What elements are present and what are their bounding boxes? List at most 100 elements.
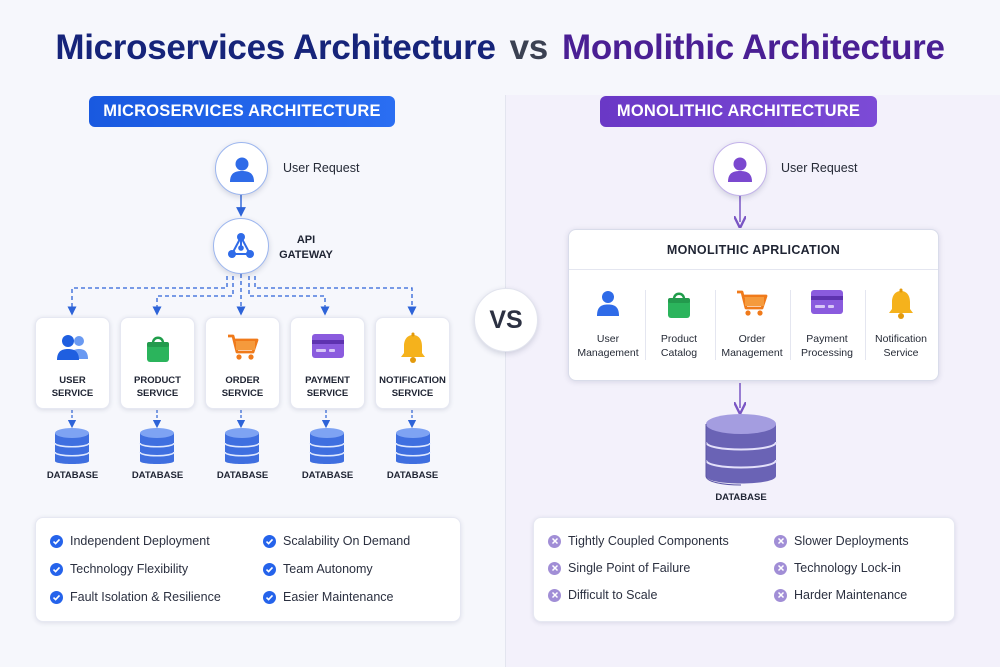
list-item-text: Scalability On Demand [283,534,411,548]
module-name-line2: Catalog [660,347,698,359]
database-icon [309,428,345,464]
list-item: Scalability On Demand [263,534,410,548]
list-item: Technology Flexibility [50,562,188,576]
module-separator [790,290,791,360]
list-item-text: Single Point of Failure [568,561,691,575]
x-icon [774,588,787,602]
module-name-line2: Processing [801,347,853,359]
bell-icon [889,288,913,319]
list-item-text: Harder Maintenance [794,588,908,602]
mono-user-request-node [713,142,767,196]
users-icon [56,335,88,360]
monolithic-drawbacks-list: Tightly Coupled Components Slower Deploy… [533,517,955,622]
title-microservices: Microservices Architecture [55,28,496,67]
module-name-line2: Service [883,347,919,359]
module-name-line1: Notification [875,333,927,345]
page-title: Microservices Architecture vs Monolithic A… [0,28,1000,68]
list-item: Team Autonomy [263,562,373,576]
service-card-user: USER SERVICE [35,317,110,409]
database-label: DATABASE [301,470,354,481]
service-name-line2: SERVICE [221,388,264,399]
api-gateway-label-line2: GATEWAY [279,249,333,261]
list-item: Single Point of Failure [548,561,690,575]
check-icon [263,534,276,548]
check-icon [50,534,63,548]
title-vs: vs [509,28,549,67]
list-item: Technology Lock-in [774,561,901,575]
user-icon [229,157,254,182]
card-icon [811,290,843,314]
list-item-text: Difficult to Scale [568,588,658,602]
service-name-line1: ORDER [225,375,260,386]
micro-user-request-label: User Request [283,161,360,175]
check-icon [263,562,276,576]
api-gateway-label-line1: API [296,234,316,246]
x-icon [548,534,561,548]
x-icon [548,561,561,575]
service-name-line1: USER [59,375,86,386]
monolithic-badge: MONOLITHIC ARCHITECTURE [600,96,877,127]
check-icon [50,590,63,604]
cart-icon [737,290,768,316]
database-label: DATABASE [216,470,269,481]
vs-badge: VS [474,288,538,352]
list-item-text: Independent Deployment [70,534,210,548]
list-item-text: Technology Flexibility [70,562,189,576]
api-gateway-node [213,218,269,274]
module-separator [645,290,646,360]
microservices-benefits-list: Independent Deployment Scalability On De… [35,517,461,622]
service-name-line2: SERVICE [306,388,349,399]
list-item-text: Slower Deployments [794,534,909,548]
user-icon [597,291,619,316]
mono-user-request-label: User Request [781,161,858,175]
list-item-text: Team Autonomy [283,562,373,576]
service-name-line2: SERVICE [136,388,179,399]
x-icon [548,588,561,602]
title-monolithic: Monolithic Architecture [561,28,945,67]
module-separator [715,290,716,360]
module-separator [865,290,866,360]
list-item-text: Fault Isolation & Resilience [70,590,221,604]
bell-icon [400,332,425,363]
database-icon [395,428,431,464]
micro-user-request-node [215,142,268,195]
list-item: Harder Maintenance [774,588,907,602]
database-icon [705,414,777,486]
list-item-text: Technology Lock-in [794,561,902,575]
list-item-text: Tightly Coupled Components [568,534,729,548]
list-item: Easier Maintenance [263,590,393,604]
check-icon [263,590,276,604]
service-name-line1: NOTIFICATION [379,375,446,386]
service-name-line2: SERVICE [51,388,94,399]
list-item: Fault Isolation & Resilience [50,590,221,604]
database-label: DATABASE [386,470,439,481]
shopping-bag-icon [668,292,690,318]
x-icon [774,534,787,548]
database-label: DATABASE [715,492,767,503]
module-name-line1: Order [738,333,766,345]
database-label: DATABASE [46,470,99,481]
list-item: Independent Deployment [50,534,210,548]
module-name-line1: Product [660,333,698,345]
network-hub-icon [228,233,254,258]
card-icon [311,334,344,358]
service-card-order: ORDER SERVICE [205,317,280,409]
database-icon [139,428,175,464]
cart-icon [227,334,258,360]
list-item: Difficult to Scale [548,588,657,602]
database-icon [224,428,260,464]
module-name-line1: User [596,333,620,345]
check-icon [50,562,63,576]
database-icon [54,428,90,464]
list-item: Tightly Coupled Components [548,534,729,548]
